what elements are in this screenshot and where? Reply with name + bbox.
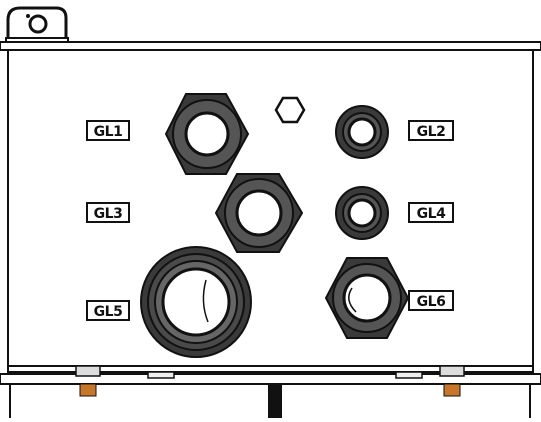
- mounting-tab-icon: [5, 6, 69, 46]
- gland-gl1: [164, 93, 250, 175]
- gland-gl5: [140, 246, 252, 358]
- enclosure-top-edge: [0, 41, 541, 51]
- label-gl2: GL2: [408, 120, 454, 141]
- label-gl4: GL4: [408, 202, 454, 223]
- gland-gl4: [335, 186, 389, 240]
- label-gl3: GL3: [86, 202, 130, 223]
- hex-plug-icon: [274, 96, 306, 124]
- gland-gl3: [214, 173, 304, 253]
- bottom-rail: [0, 365, 541, 418]
- label-gl1: GL1: [86, 120, 130, 141]
- label-gl6: GL6: [408, 290, 454, 311]
- gland-gl6: [324, 257, 410, 339]
- label-gl5: GL5: [86, 300, 130, 321]
- gland-gl2: [335, 105, 389, 159]
